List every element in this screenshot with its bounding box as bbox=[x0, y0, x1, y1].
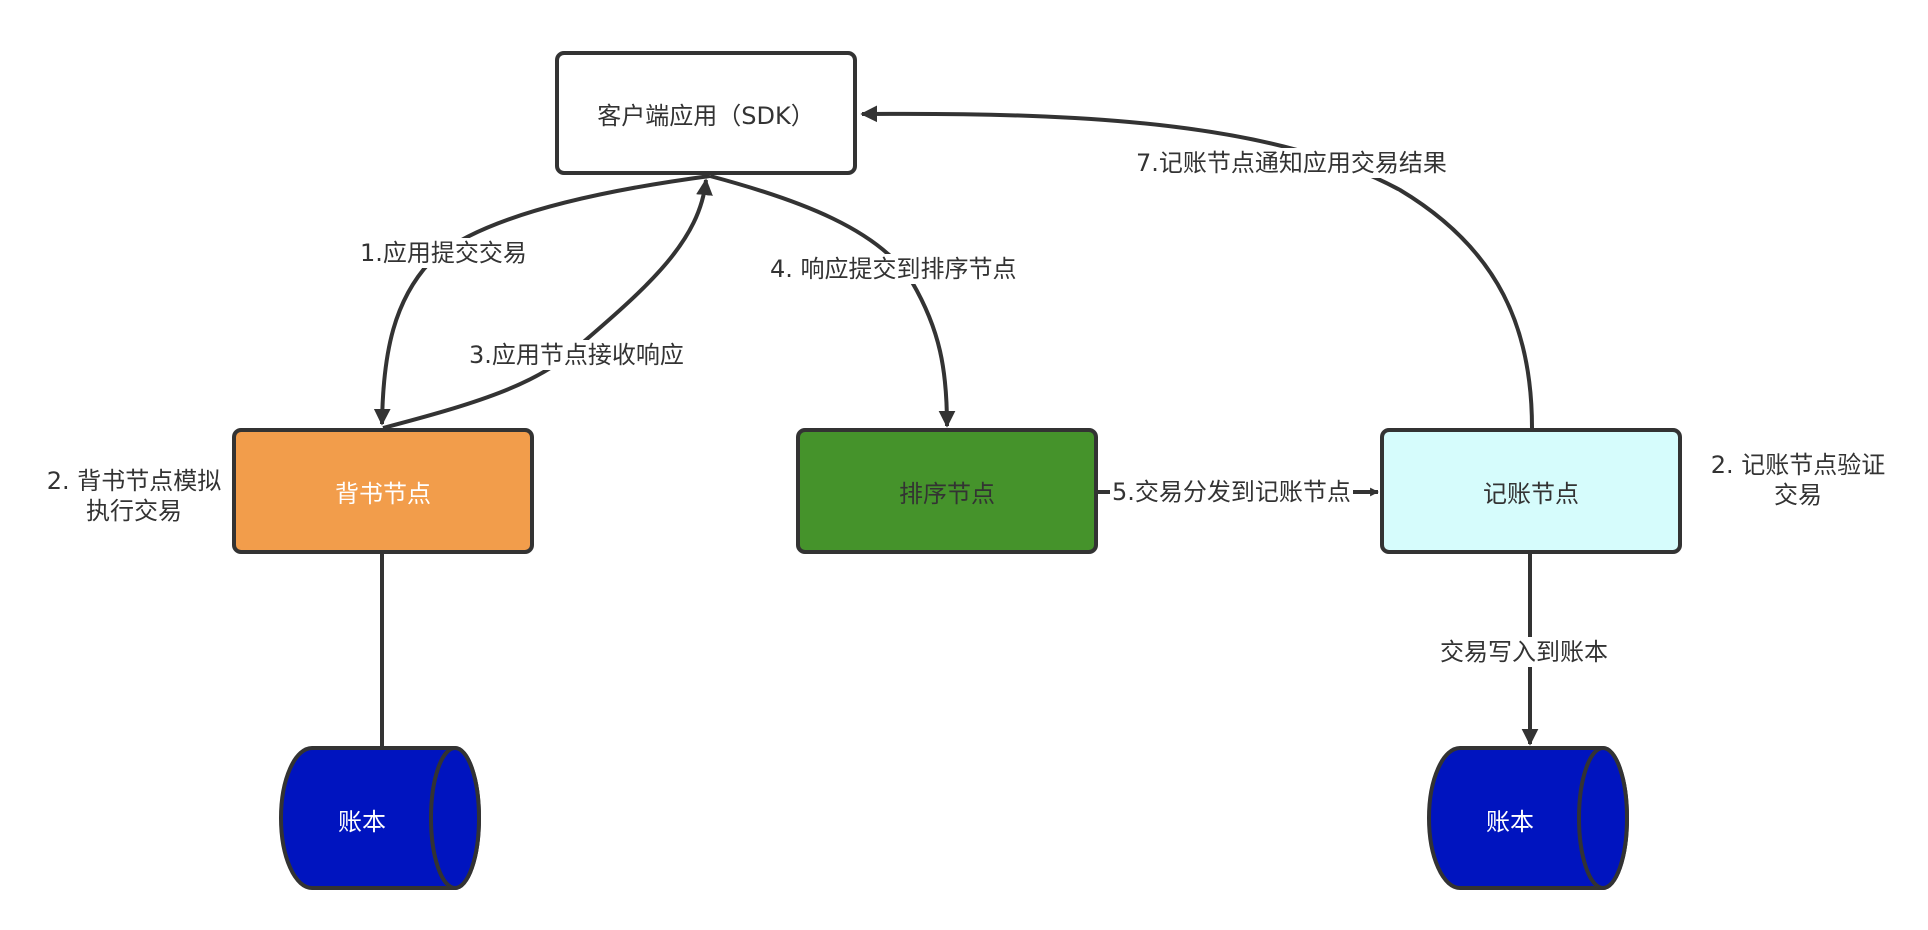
edge-7-label: 7.记账节点通知应用交易结果 bbox=[1136, 148, 1447, 178]
edge-1-submit-transaction bbox=[373, 174, 711, 426]
edge-5-label: 5.交易分发到记账节点 bbox=[1110, 477, 1353, 507]
client-app-node[interactable]: 客户端应用（SDK） bbox=[555, 51, 857, 175]
ledger-left-label: 账本 bbox=[338, 808, 386, 836]
endorser-annotation-line1: 2. 背书节点模拟 bbox=[46, 467, 222, 495]
orderer-node[interactable]: 排序节点 bbox=[796, 428, 1098, 554]
edge-3-label: 3.应用节点接收响应 bbox=[469, 340, 684, 370]
committer-node[interactable]: 记账节点 bbox=[1380, 428, 1682, 554]
ledger-right-label: 账本 bbox=[1486, 808, 1534, 836]
edge-4-label: 4. 响应提交到排序节点 bbox=[770, 254, 1017, 284]
committer-annotation-line2: 交易 bbox=[1774, 481, 1822, 509]
ledger-left-cylinder bbox=[279, 746, 481, 890]
edge-4-submit-to-orderer bbox=[709, 174, 956, 428]
edge-3-receive-response bbox=[382, 178, 713, 430]
endorser-node[interactable]: 背书节点 bbox=[232, 428, 534, 554]
ledger-right-cylinder bbox=[1427, 746, 1629, 890]
endorser-annotation-line2: 执行交易 bbox=[86, 497, 182, 525]
endorser-label: 背书节点 bbox=[335, 479, 431, 508]
committer-label: 记账节点 bbox=[1483, 479, 1579, 508]
committer-annotation: 2. 记账节点验证 交易 bbox=[1700, 450, 1896, 510]
edge-1-label: 1.应用提交交易 bbox=[360, 238, 527, 268]
committer-annotation-line1: 2. 记账节点验证 bbox=[1710, 451, 1886, 479]
edge-8-label: 交易写入到账本 bbox=[1440, 637, 1608, 667]
orderer-label: 排序节点 bbox=[899, 479, 995, 508]
endorser-annotation: 2. 背书节点模拟 执行交易 bbox=[38, 466, 230, 526]
client-app-label: 客户端应用（SDK） bbox=[597, 101, 815, 130]
